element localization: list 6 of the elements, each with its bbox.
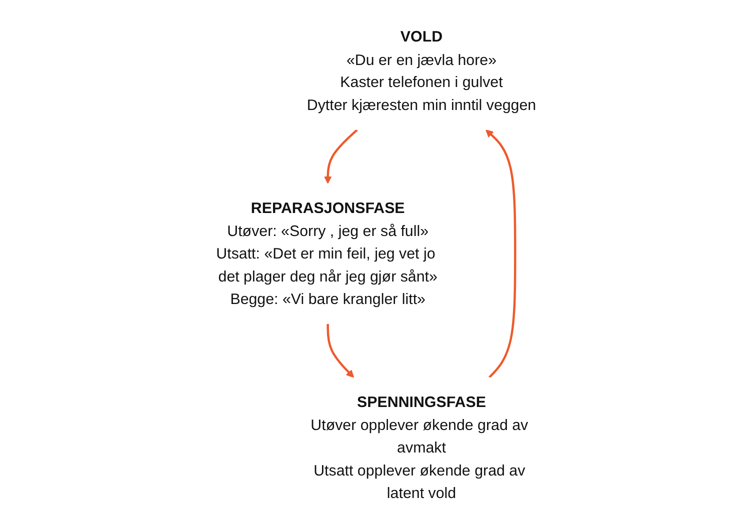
arrow: [327, 324, 354, 378]
arrow: [324, 129, 358, 184]
node-text: VOLD «Du er en jævla hore» Kaster telefonen i gulvet Dytter kjæresten min inntil veggen: [307, 28, 536, 114]
node-text: REPARASJONSFASE Utøver: «Sorry , jeg er så full» Utsatt: «Det er min feil, jeg vet jo det plager deg når jeg gjør sånt» Begge: «Vi bare krangler litt»: [216, 199, 438, 308]
node-text: SPENNINGSFASE Utøver opplever økende grad av avmakt Utsatt opplever økende grad av latent vold: [310, 393, 528, 502]
arrow: [486, 130, 517, 378]
